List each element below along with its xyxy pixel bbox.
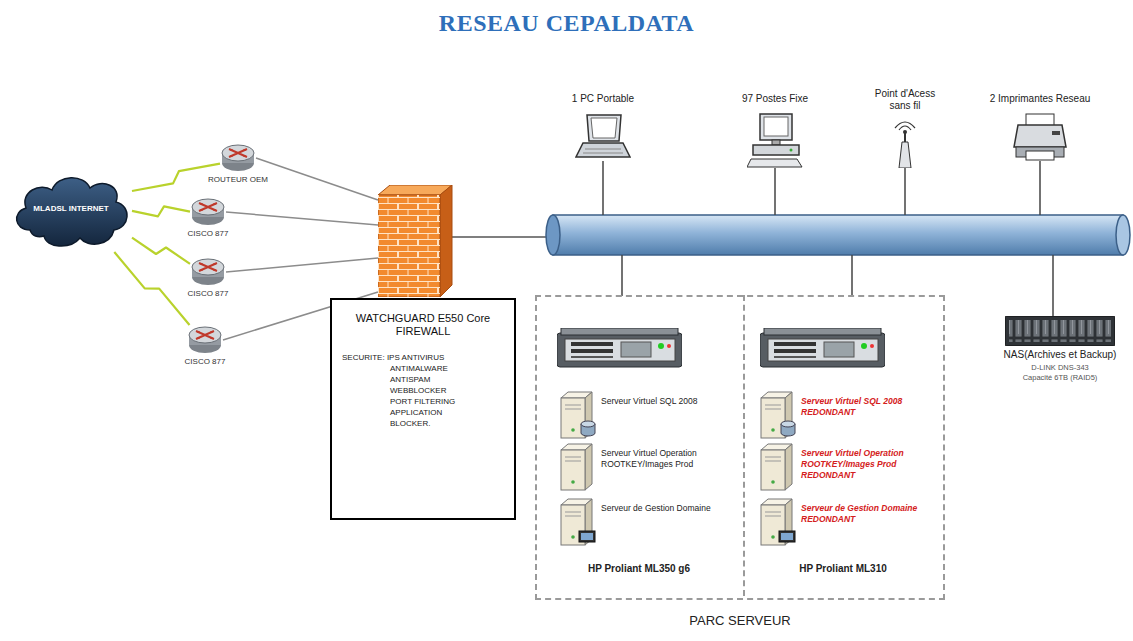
ap-icon [885, 118, 925, 168]
firewall-box: WATCHGUARD E550 Core FIREWALL SECURITE: I… [330, 298, 516, 520]
srv-node: Serveur Virtuel Operation ROOTKEY/Images… [757, 442, 939, 492]
dev-node: 2 Imprimantes Reseau [985, 93, 1095, 163]
nas-label: NAS(Archives et Backup) [995, 349, 1125, 360]
router-label: CISCO 877 [185, 357, 226, 366]
server-icon [757, 390, 797, 440]
router-symbol [220, 143, 256, 173]
printer-icon [1012, 113, 1068, 161]
dev-node: 97 Postes Fixe [732, 93, 818, 171]
wire [1039, 161, 1041, 215]
device-label: 2 Imprimantes Reseau [985, 93, 1095, 105]
router-label: CISCO 877 [188, 289, 229, 298]
nas-capacity: Capacité 6TB (RAID5) [995, 373, 1125, 382]
wire [774, 168, 776, 215]
security-list: SECURITE: IPS ANTIVIRUS ANTIMALWARE ANTI… [342, 352, 470, 429]
fw-node: WATCHGUARD E550 Core FIREWALLSECURITE: I… [378, 185, 516, 520]
lan-link [226, 212, 378, 225]
server-icon [557, 442, 597, 492]
router-node: CISCO 877 [190, 197, 226, 227]
wire [452, 236, 550, 238]
srv-node: Serveur Virtuel SQL 2008 REDONDANT [757, 390, 939, 440]
server-rack-icon [557, 328, 682, 368]
firewall-name: WATCHGUARD E550 Core FIREWALL [350, 312, 496, 338]
wire [621, 255, 623, 296]
half-node: HP Proliant ML350 g6 Serveur Virtuel SQL … [535, 295, 745, 596]
wire [851, 255, 853, 296]
server-label: Serveur de Gestion Domaine [601, 503, 737, 514]
laptop-icon [575, 113, 631, 161]
router-symbol [187, 325, 223, 355]
half-node: HP Proliant ML310 Serveur Virtuel SQL 200… [745, 295, 943, 596]
server-rack-icon [760, 328, 885, 368]
device-label: Point d'Acess sans fil [866, 88, 944, 112]
cloud-node: MLADSL INTERNET [10, 168, 132, 252]
network-label: MLADSL INTERNET [24, 204, 118, 213]
server-icon [557, 497, 597, 547]
server-label: Serveur Virtuel SQL 2008 REDONDANT [801, 396, 937, 418]
diagram-title: RESEAU CEPALDATA [0, 10, 1133, 37]
router-node: ROUTEUR OEM [220, 143, 256, 173]
server-label: Serveur de Gestion Domaine REDONDANT [801, 503, 937, 525]
server-label: Serveur Virtuel Operation ROOTKEY/Images… [801, 448, 937, 481]
lan-link [226, 258, 378, 272]
group-label: PARC SERVEUR [537, 613, 943, 628]
nas-model: D-LINK DNS-343 [995, 363, 1125, 372]
router-node: CISCO 877 [187, 325, 223, 355]
router-node: CISCO 877 [190, 257, 226, 287]
srv-node: Serveur Virtuel Operation ROOTKEY/Images… [557, 442, 739, 492]
server-model: HP Proliant ML350 g6 [535, 563, 743, 574]
srv-node: Serveur de Gestion Domaine REDONDANT [757, 497, 939, 547]
srv-node: Serveur de Gestion Domaine [557, 497, 739, 547]
wan-link [114, 252, 189, 325]
firewall-symbol [378, 185, 458, 297]
wire [1052, 255, 1054, 317]
router-label: ROUTEUR OEM [208, 175, 268, 184]
server-icon [757, 442, 797, 492]
parc-node: PARC SERVEURHP Proliant ML350 g6Serveur … [535, 295, 945, 600]
device-label: 97 Postes Fixe [732, 93, 818, 105]
server-label: Serveur Virtuel Operation ROOTKEY/Images… [601, 448, 737, 470]
server-model: HP Proliant ML310 [745, 563, 941, 574]
wan-link [132, 164, 220, 191]
wire [602, 161, 604, 215]
network-bus [553, 215, 1123, 255]
router-label: CISCO 877 [188, 229, 229, 238]
router-symbol [190, 257, 226, 287]
dev-node: 1 PC Portable [563, 93, 643, 168]
router-symbol [190, 197, 226, 227]
nas-node: NAS(Archives et Backup) D-LINK DNS-343Cap… [995, 316, 1125, 396]
server-icon [557, 390, 597, 440]
desktop-icon [747, 113, 803, 168]
wan-link [132, 238, 190, 264]
server-label: Serveur Virtuel SQL 2008 [601, 396, 737, 407]
nas-icon [1005, 316, 1115, 346]
dev-node: Point d'Acess sans fil [866, 88, 944, 168]
lan-link [256, 158, 378, 200]
wire [904, 168, 906, 215]
bus-end [1116, 215, 1130, 255]
device-label: 1 PC Portable [563, 93, 643, 105]
server-icon [757, 497, 797, 547]
wan-link [132, 206, 190, 216]
bus-end [546, 215, 560, 255]
srv-node: Serveur Virtuel SQL 2008 [557, 390, 739, 440]
